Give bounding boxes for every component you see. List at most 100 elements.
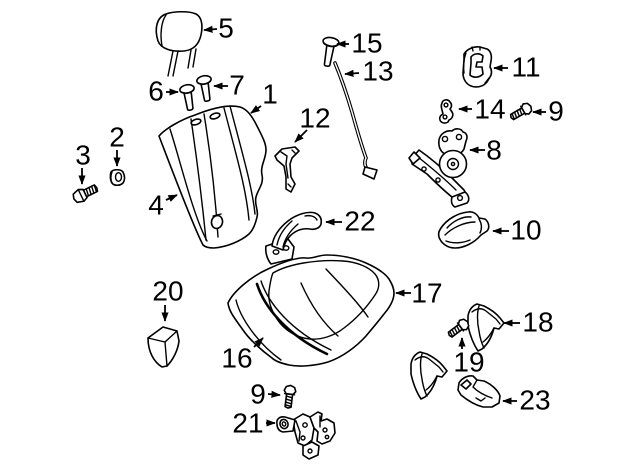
callout-label: 18 (522, 307, 553, 338)
hole (272, 249, 280, 255)
part-9-bolt-lower (281, 383, 298, 410)
part-20-pad (147, 326, 180, 368)
callout-4[interactable]: 4 (148, 190, 178, 221)
callout-label: 19 (453, 347, 484, 378)
callout-label: 23 (519, 385, 550, 416)
part-3-bolt (72, 184, 99, 204)
part-13-rod (333, 61, 378, 180)
part-22-strap-bracket (264, 211, 323, 265)
hole (114, 171, 123, 182)
callout-label: 14 (474, 94, 505, 125)
callout-label: 17 (411, 278, 442, 309)
arrow (267, 390, 281, 398)
hole (300, 435, 306, 441)
body (323, 44, 335, 67)
part-11-loop-guide (462, 46, 493, 88)
callout-17[interactable]: 17 (395, 278, 443, 309)
callout-9-lower[interactable]: 9 (250, 379, 281, 410)
hole (421, 166, 427, 172)
cushion (155, 10, 203, 52)
callout-12[interactable]: 12 (294, 103, 331, 143)
callout-18[interactable]: 18 (503, 307, 554, 338)
arrow (344, 69, 360, 77)
hole (322, 427, 328, 433)
outline (437, 211, 490, 249)
seam-line (190, 118, 207, 241)
post (187, 48, 197, 69)
part-8-hinge-bracket (408, 128, 470, 208)
foot (302, 441, 320, 460)
hole (442, 114, 448, 120)
part-9-bolt-upper (507, 100, 535, 124)
callout-7[interactable]: 7 (213, 70, 245, 101)
latch-hole-notch (212, 213, 222, 217)
callout-5[interactable]: 5 (203, 13, 234, 44)
hole (443, 102, 449, 108)
part-23-bracket (457, 375, 501, 408)
callout-14[interactable]: 14 (458, 94, 506, 125)
slot (469, 53, 484, 78)
callout-label: 7 (229, 70, 245, 101)
callout-23[interactable]: 23 (502, 385, 551, 416)
bolster-line (235, 299, 282, 361)
arrow (253, 337, 264, 348)
callout-label: 20 (152, 276, 183, 307)
strap (271, 211, 323, 251)
part-5-headrest (155, 10, 203, 77)
callout-8[interactable]: 8 (469, 135, 502, 166)
callout-label: 1 (262, 79, 278, 110)
hole (441, 135, 449, 143)
callout-1[interactable]: 1 (250, 79, 278, 114)
callout-20[interactable]: 20 (152, 276, 184, 322)
bolster-seam (223, 107, 250, 221)
hole (307, 448, 313, 454)
callout-label: 4 (148, 190, 164, 221)
guide-slot (190, 118, 202, 126)
callout-16[interactable]: 16 (221, 337, 264, 374)
callout-label: 21 (232, 408, 263, 439)
arrow (203, 25, 218, 33)
callout-11[interactable]: 11 (493, 52, 541, 83)
hole (302, 422, 308, 428)
callout-label: 8 (486, 135, 502, 166)
callout-6[interactable]: 6 (148, 76, 179, 107)
callout-label: 15 (351, 28, 382, 59)
callout-2[interactable]: 2 (109, 122, 125, 167)
part-18-cover-bracket (467, 303, 505, 352)
part-19-screw (444, 316, 472, 341)
hole (324, 434, 330, 440)
part-16-17-seat-cushion (227, 254, 395, 367)
callout-label: 10 (510, 215, 541, 246)
part-12-bracket (274, 146, 300, 193)
callout-label: 13 (362, 56, 393, 87)
callout-label: 3 (75, 140, 91, 171)
callout-9-upper[interactable]: 9 (532, 96, 564, 127)
guide-slot (209, 112, 221, 120)
side-fold-line (169, 128, 208, 242)
arrow (165, 194, 178, 202)
part-14-hook (438, 99, 454, 124)
part-21-latch-bracket (276, 411, 336, 460)
foot (450, 191, 470, 208)
main-plate (292, 413, 315, 447)
callout-13[interactable]: 13 (344, 56, 394, 87)
callout-19[interactable]: 19 (453, 337, 485, 378)
callout-3[interactable]: 3 (75, 140, 91, 185)
rod-end-tab (362, 166, 378, 180)
callout-label: 5 (218, 13, 234, 44)
callout-label: 11 (511, 52, 540, 83)
pivot (438, 149, 468, 179)
callout-label: 6 (148, 76, 164, 107)
callout-15[interactable]: 15 (336, 28, 383, 59)
main-seam (255, 282, 329, 356)
arrow (250, 105, 262, 114)
part-6-headrest-guide (178, 82, 199, 113)
part-15-pin (322, 36, 340, 67)
hole (435, 177, 441, 183)
side-tab (408, 151, 421, 165)
callout-22[interactable]: 22 (325, 206, 376, 237)
post (167, 50, 179, 77)
callout-21[interactable]: 21 (232, 408, 276, 439)
callout-10[interactable]: 10 (492, 215, 542, 246)
